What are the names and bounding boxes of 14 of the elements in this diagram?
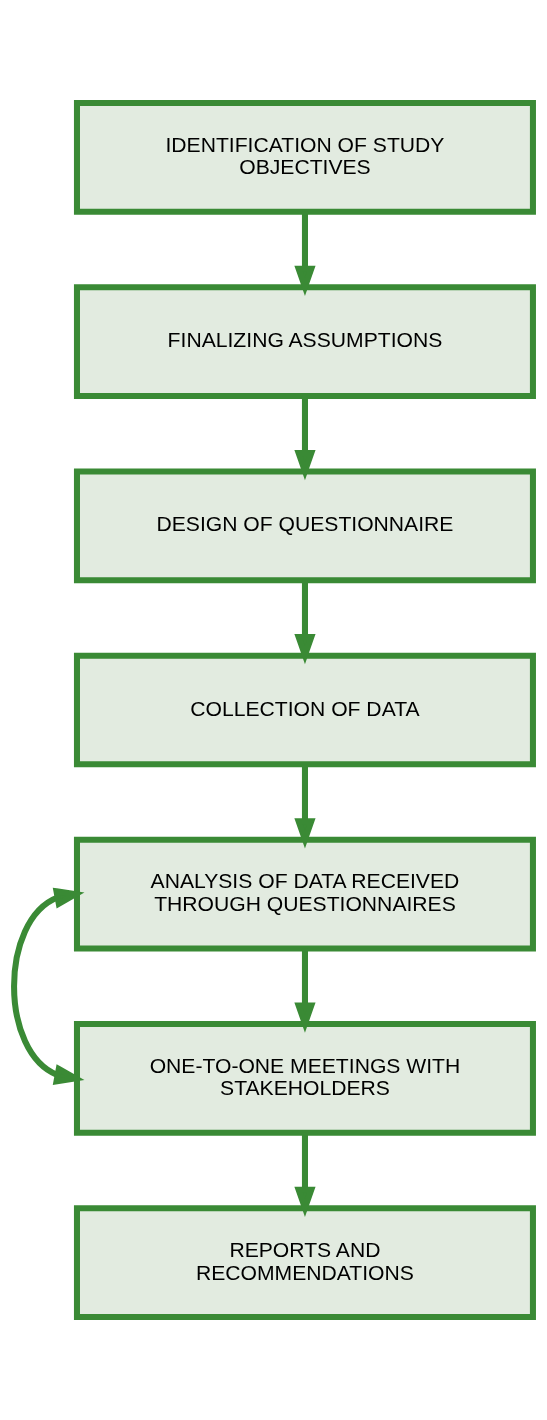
node-box: DESIGN OF QUESTIONNAIRE	[73, 468, 536, 584]
node-box: REPORTS AND RECOMMENDATIONS	[73, 1205, 536, 1320]
node-box: ANALYSIS OF DATA RECEIVED THROUGH QUESTIONNAIRES	[73, 836, 536, 952]
arrow	[294, 211, 316, 296]
arrow	[11, 887, 85, 1086]
arrow	[294, 948, 316, 1033]
node-box: FINALIZING ASSUMPTIONS	[73, 284, 536, 399]
node-box: COLLECTION OF DATA	[73, 652, 536, 768]
arrow	[294, 580, 316, 665]
arrow	[294, 764, 316, 849]
node-box: IDENTIFICATION OF STUDY OBJECTIVES	[73, 100, 536, 215]
arrow	[294, 396, 316, 481]
arrow	[294, 1132, 316, 1217]
node-box: ONE-TO-ONE MEETINGS WITH STAKEHOLDERS	[73, 1021, 536, 1136]
